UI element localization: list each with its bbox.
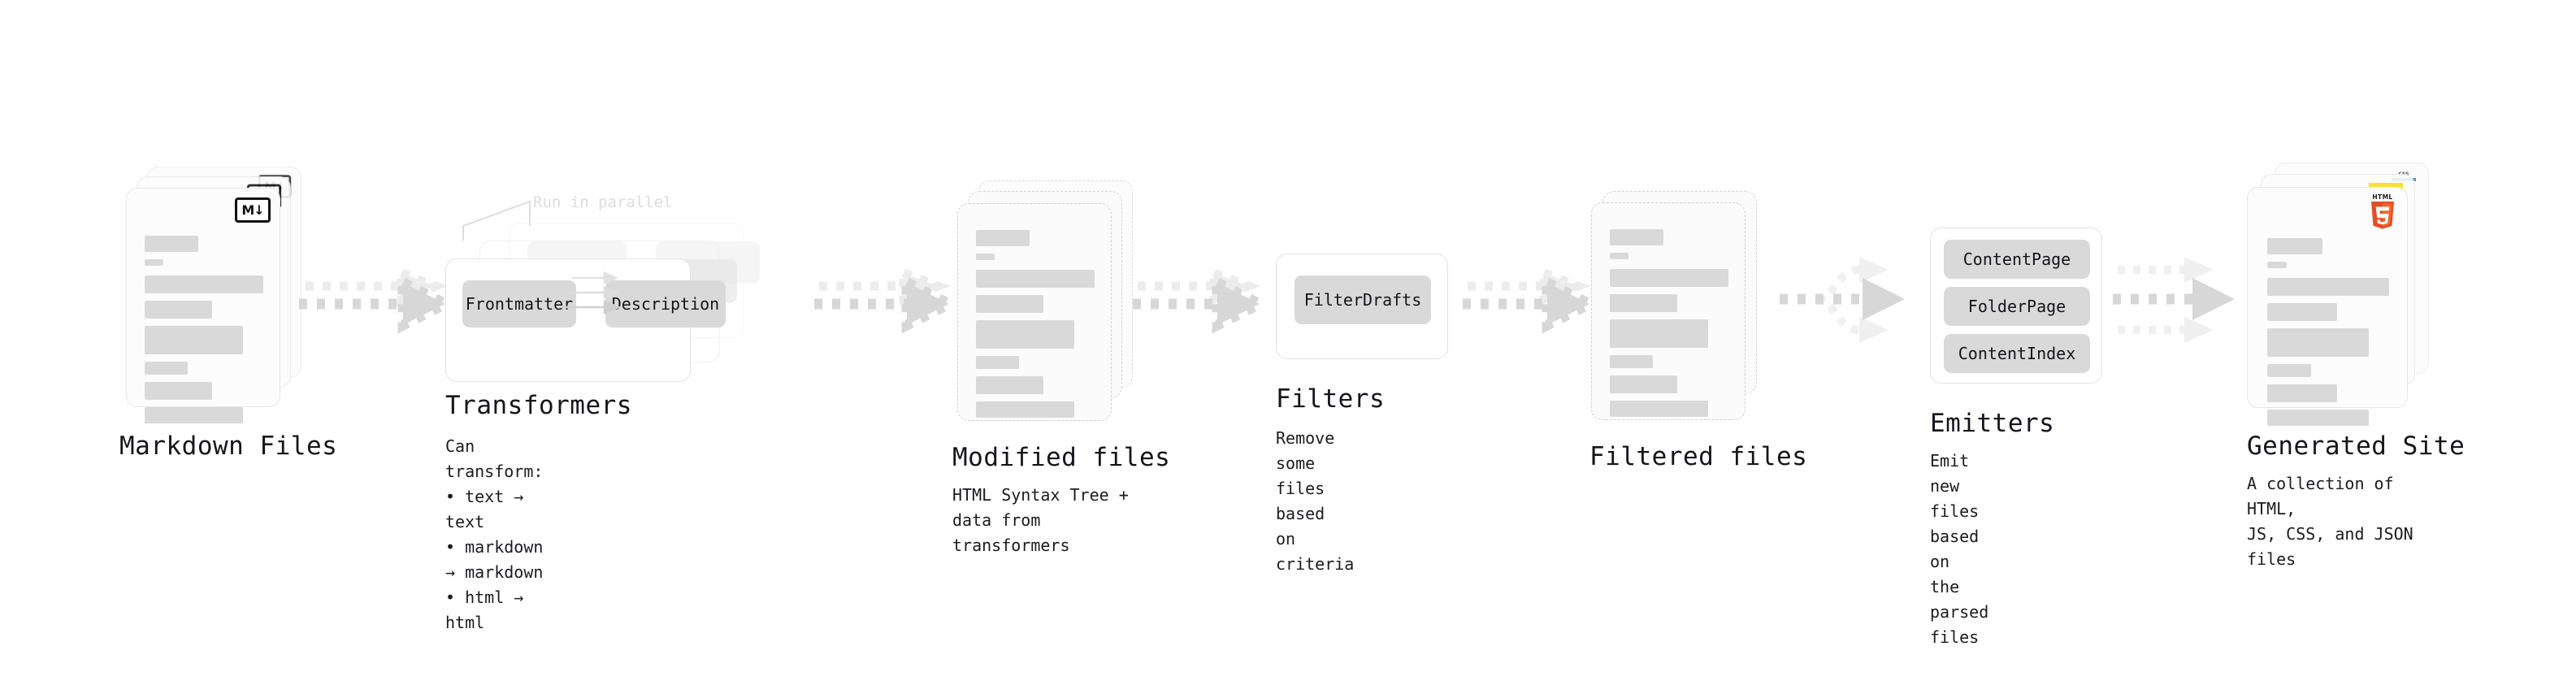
placeholder-bar bbox=[1610, 229, 1663, 245]
placeholder-bar bbox=[2267, 238, 2322, 254]
placeholder-bar bbox=[2267, 364, 2311, 377]
modified-card-front bbox=[957, 203, 1112, 421]
card-placeholder-bars bbox=[145, 236, 263, 431]
card-placeholder-bars bbox=[976, 230, 1095, 425]
site-card-html: HTML bbox=[2247, 187, 2408, 426]
stage-label-filters: Filters bbox=[1276, 384, 1386, 414]
placeholder-bar bbox=[2267, 410, 2369, 426]
placeholder-bar bbox=[1610, 375, 1678, 393]
html5-icon-label: HTML bbox=[2372, 193, 2393, 201]
placeholder-bar bbox=[145, 326, 244, 354]
card-placeholder-bars bbox=[1610, 229, 1728, 424]
placeholder-bar bbox=[976, 401, 1075, 418]
arrow-emitters-to-site bbox=[2113, 257, 2235, 343]
stage-label-markdown-files: Markdown Files bbox=[119, 432, 338, 461]
stage-desc-transformers: Can transform: • text → text • markdown … bbox=[445, 436, 544, 632]
stage-markdown-files: M↓ M↓ M↓ Markdown Files bbox=[119, 167, 337, 461]
placeholder-bar bbox=[145, 301, 213, 319]
placeholder-bar bbox=[976, 270, 1095, 288]
placeholder-bar bbox=[145, 362, 188, 375]
placeholder-bar bbox=[2267, 303, 2337, 321]
placeholder-bar bbox=[976, 320, 1075, 349]
placeholder-bar bbox=[1610, 319, 1709, 348]
transformer-internal-arrows bbox=[562, 271, 622, 314]
placeholder-bar bbox=[145, 259, 164, 266]
transformer-chip-frontmatter[interactable]: Frontmatter bbox=[462, 280, 576, 327]
placeholder-bar bbox=[976, 376, 1044, 394]
markdown-icon: M↓ bbox=[235, 197, 271, 223]
emitter-chip-folderpage[interactable]: FolderPage bbox=[1944, 287, 2090, 326]
stage-modified-files: Modified files HTML Syntax Tree + data f… bbox=[952, 180, 1170, 555]
modified-card-stack bbox=[957, 180, 1136, 424]
stage-generated-site: CSS HTML bbox=[2247, 163, 2465, 569]
placeholder-bar bbox=[2267, 278, 2389, 296]
markdown-card-stack: M↓ M↓ M↓ bbox=[126, 167, 305, 423]
emitter-chip-contentpage[interactable]: ContentPage bbox=[1944, 240, 2090, 279]
placeholder-bar bbox=[976, 295, 1044, 313]
stage-label-modified-files: Modified files bbox=[952, 443, 1171, 472]
placeholder-bar bbox=[145, 236, 198, 252]
stage-label-filtered-files: Filtered files bbox=[1589, 442, 1808, 471]
stage-desc-filters: Remove some files based on criteria bbox=[1276, 428, 1355, 574]
run-in-parallel-leader-line bbox=[462, 200, 531, 241]
placeholder-bar bbox=[2267, 328, 2369, 357]
placeholder-bar bbox=[145, 407, 244, 423]
filtered-card-stack bbox=[1591, 191, 1770, 435]
arrow-transformers-to-modified bbox=[814, 267, 961, 334]
placeholder-bar bbox=[1610, 355, 1653, 368]
stage-desc-emitters: Emit new files based on the parsed files bbox=[1930, 451, 1989, 647]
placeholder-bar bbox=[145, 382, 213, 400]
html5-icon: HTML bbox=[2368, 194, 2397, 230]
placeholder-bar bbox=[1610, 401, 1709, 417]
transformer-layer-front: Frontmatter Description bbox=[445, 258, 726, 382]
card-placeholder-bars bbox=[2267, 238, 2389, 433]
placeholder-bar bbox=[1610, 253, 1629, 259]
placeholder-bar bbox=[976, 356, 1019, 369]
html5-shield-glyph bbox=[2370, 201, 2395, 229]
filter-chip-filterdrafts[interactable]: FilterDrafts bbox=[1295, 275, 1431, 324]
placeholder-bar bbox=[976, 254, 995, 260]
placeholder-bar bbox=[145, 275, 263, 293]
emitter-chip-contentindex[interactable]: ContentIndex bbox=[1944, 334, 2090, 373]
filters-box: FilterDrafts bbox=[1276, 254, 1448, 359]
stage-filtered-files: Filtered files bbox=[1589, 191, 1807, 471]
stage-label-generated-site: Generated Site bbox=[2247, 432, 2465, 461]
placeholder-bar bbox=[1610, 294, 1678, 312]
placeholder-bar bbox=[2267, 262, 2287, 268]
placeholder-bar bbox=[976, 230, 1030, 246]
filtered-card-front bbox=[1591, 202, 1746, 420]
emitters-box: ContentPage FolderPage ContentIndex bbox=[1930, 228, 2102, 384]
arrow-filters-to-filtered bbox=[1463, 267, 1602, 334]
transformer-chip-description[interactable]: Description bbox=[605, 280, 726, 327]
arrow-markdown-to-transformers bbox=[299, 267, 458, 334]
stage-label-transformers: Transformers bbox=[445, 391, 632, 420]
site-card-stack: CSS HTML bbox=[2247, 163, 2434, 426]
stage-desc-generated-site: A collection of HTML, JS, CSS, and JSON … bbox=[2247, 474, 2413, 569]
placeholder-bar bbox=[2267, 384, 2337, 402]
stage-label-emitters: Emitters bbox=[1930, 409, 2055, 438]
stage-desc-modified-files: HTML Syntax Tree + data from transformer… bbox=[952, 485, 1129, 555]
arrow-filtered-to-emitters-fanout bbox=[1780, 257, 1905, 343]
placeholder-bar bbox=[1610, 269, 1728, 287]
markdown-card-front: M↓ bbox=[126, 188, 280, 423]
arrow-modified-to-filters bbox=[1133, 267, 1272, 334]
run-in-parallel-note: Run in parallel bbox=[533, 193, 673, 211]
